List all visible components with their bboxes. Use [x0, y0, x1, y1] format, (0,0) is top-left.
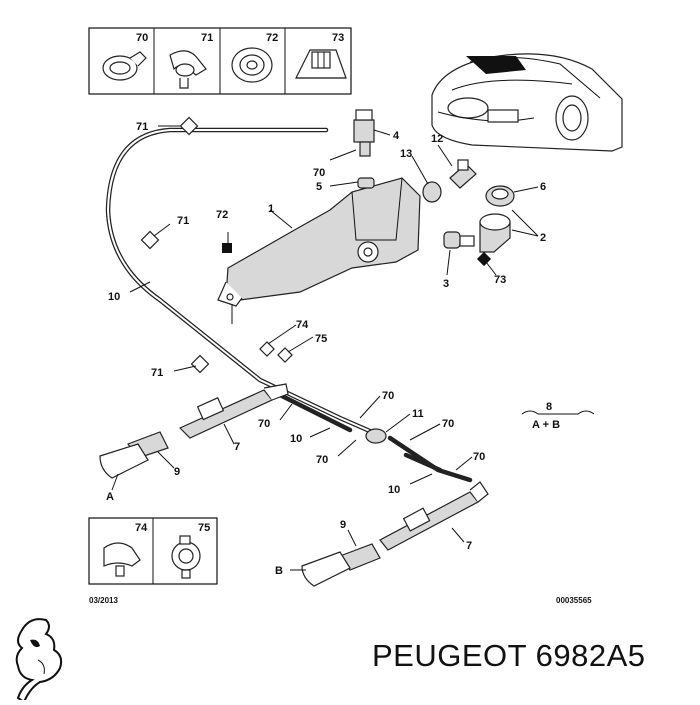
grommet-icon — [231, 47, 273, 83]
callout-9-right: 9 — [340, 519, 346, 531]
leader-lines — [111, 125, 539, 571]
footer-date: 03/2013 — [89, 596, 118, 605]
hose-network — [105, 127, 473, 483]
connector-11 — [365, 428, 387, 444]
washer-reservoir — [217, 177, 421, 324]
callout-1: 1 — [268, 203, 274, 215]
callout-7-left: 7 — [234, 441, 240, 453]
grommet-13 — [422, 181, 442, 203]
callout-3: 3 — [443, 278, 449, 290]
callouts: 71 4 70 5 12 13 1 6 2 3 73 71 72 10 71 7… — [106, 121, 546, 577]
inset-top: 70 71 72 73 — [88, 27, 352, 95]
callout-74: 74 — [296, 319, 309, 331]
callout-7-right: 7 — [466, 540, 472, 552]
callout-70-low: 70 — [316, 454, 328, 466]
cover-a — [99, 443, 149, 479]
legend-text: A + B — [532, 419, 560, 431]
callout-70-left: 70 — [258, 418, 270, 430]
callout-6: 6 — [540, 181, 546, 193]
legend-number: 8 — [546, 401, 552, 413]
callout-72: 72 — [216, 209, 228, 221]
filler-neck-2 — [479, 213, 511, 253]
inset-75-number: 75 — [198, 522, 210, 534]
callout-b: B — [275, 565, 283, 577]
callout-70-pump: 70 — [313, 167, 325, 179]
callout-70-far: 70 — [473, 451, 485, 463]
callout-11: 11 — [412, 408, 424, 420]
callout-10-mid: 10 — [290, 433, 302, 445]
callout-71-low: 71 — [151, 367, 163, 379]
inset-70-number: 70 — [136, 32, 148, 44]
hose-clamp-icon — [103, 542, 141, 577]
hose-clip-icon — [102, 51, 147, 81]
callout-13: 13 — [400, 148, 412, 160]
callout-12: 12 — [431, 133, 443, 145]
connector-icon — [295, 49, 347, 79]
callout-71-top: 71 — [136, 121, 148, 133]
washer-actuator-left — [178, 383, 289, 439]
pump-4 — [353, 109, 375, 157]
callout-2: 2 — [540, 232, 546, 244]
callout-71-mid: 71 — [177, 215, 189, 227]
legend-8: 8 A + B — [521, 401, 595, 431]
grommet-5 — [357, 177, 375, 189]
callout-4: 4 — [393, 130, 400, 142]
callout-10-right: 10 — [388, 484, 400, 496]
car-locator-illustration — [431, 53, 623, 152]
inset-73-number: 73 — [332, 32, 344, 44]
callout-5: 5 — [316, 181, 322, 193]
footer-code: 00035565 — [556, 596, 592, 605]
callout-73: 73 — [494, 274, 506, 286]
inset-74-number: 74 — [135, 522, 148, 534]
callout-10-left: 10 — [108, 291, 120, 303]
filler-cap-6 — [485, 185, 515, 207]
cable-clip-icon — [169, 50, 207, 89]
peugeot-lion-logo-icon — [15, 618, 63, 704]
callout-70-right: 70 — [442, 418, 454, 430]
callout-9-left: 9 — [174, 466, 180, 478]
callout-a: A — [106, 491, 114, 503]
hose-clamp-icon — [171, 535, 201, 579]
sensor-12 — [449, 159, 477, 189]
inset-71-number: 71 — [201, 32, 213, 44]
callout-75: 75 — [315, 333, 327, 345]
inset-bottom: 74 75 — [88, 517, 218, 585]
callout-70-mid: 70 — [382, 390, 394, 402]
brand-part-number: PEUGEOT 6982A5 — [372, 638, 646, 673]
washer-actuator-right — [379, 481, 489, 551]
seal-3 — [443, 231, 475, 249]
inset-72-number: 72 — [266, 32, 278, 44]
cover-b — [301, 551, 351, 587]
